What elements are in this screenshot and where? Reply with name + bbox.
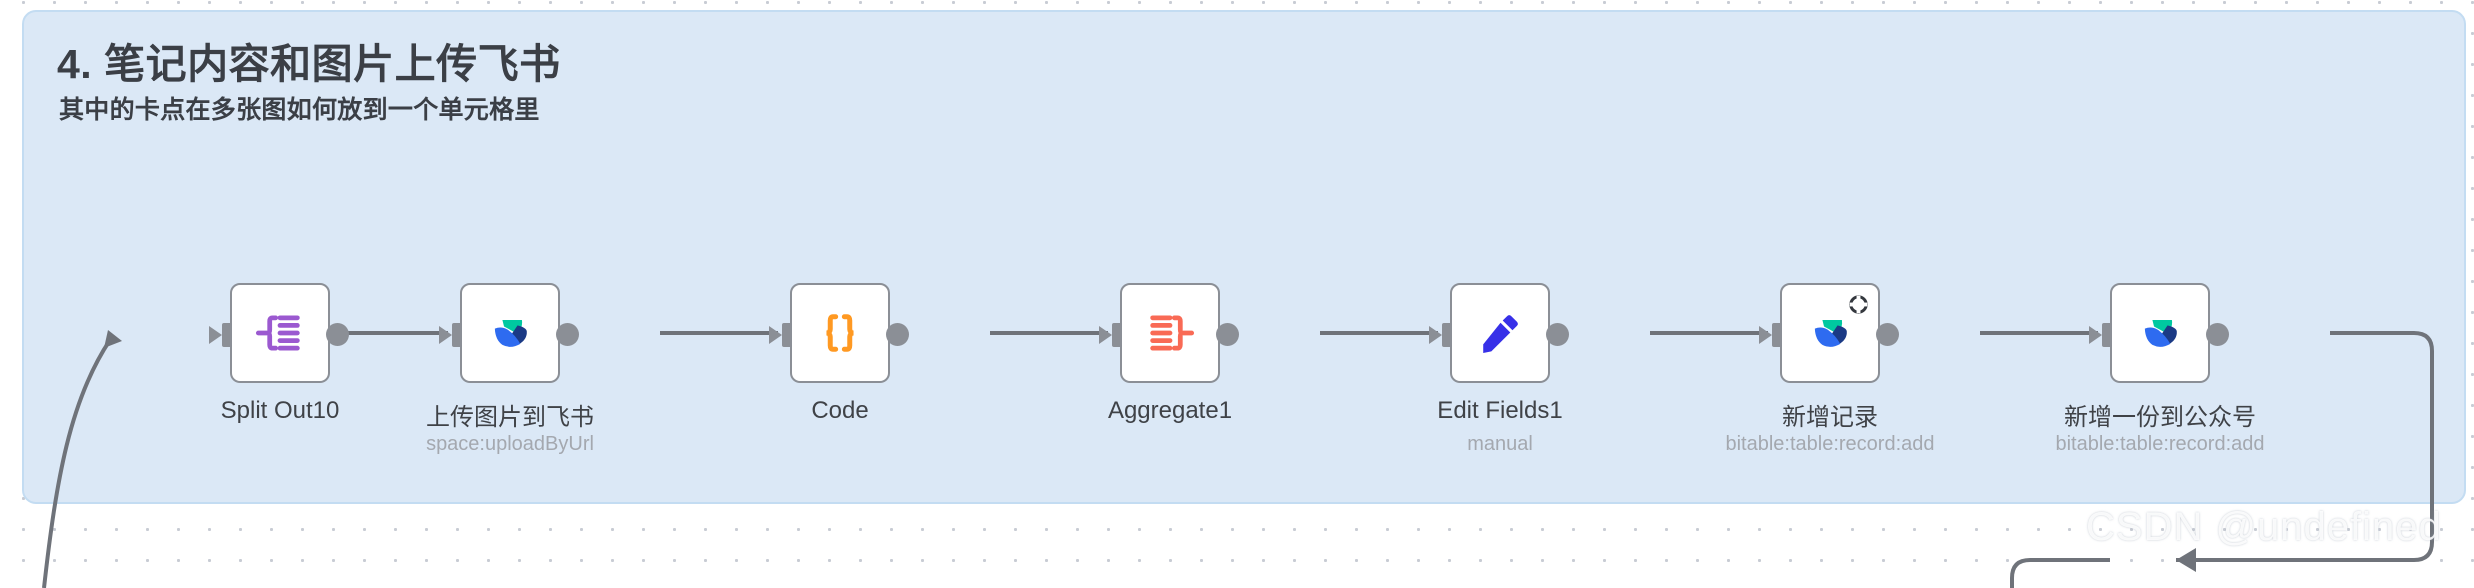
node-label: 上传图片到飞书 xyxy=(426,404,594,431)
node-label: Edit Fields1 xyxy=(1437,397,1563,424)
node-sublabel: space:uploadByUrl xyxy=(426,433,594,455)
loading-spinner-icon xyxy=(1849,295,1868,314)
sticky-note-subtitle: 其中的卡点在多张图如何放到一个单元格里 xyxy=(59,96,540,124)
pencil-icon xyxy=(1483,315,1518,354)
node-label: 新增一份到公众号 xyxy=(2064,404,2256,431)
feishu-lark-icon xyxy=(2144,320,2177,347)
input-port[interactable] xyxy=(439,323,462,347)
input-port[interactable] xyxy=(769,323,792,347)
sticky-note[interactable]: 4. 笔记内容和图片上传飞书 其中的卡点在多张图如何放到一个单元格里 xyxy=(22,10,2466,504)
output-port[interactable] xyxy=(1876,323,1899,346)
output-port[interactable] xyxy=(556,323,579,346)
output-port[interactable] xyxy=(326,323,349,346)
node-sublabel: bitable:table:record:add xyxy=(2055,433,2265,455)
input-port[interactable] xyxy=(2089,323,2112,347)
curly-braces-icon xyxy=(826,314,854,352)
input-port[interactable] xyxy=(209,323,232,347)
workflow-node-add-one-to-official-account[interactable]: 新增一份到公众号 bitable:table:record:add xyxy=(2055,283,2265,455)
node-label: Code xyxy=(811,397,869,424)
sticky-note-title: 4. 笔记内容和图片上传飞书 xyxy=(57,41,561,87)
output-port[interactable] xyxy=(2206,323,2229,346)
output-port[interactable] xyxy=(1216,323,1239,346)
node-sublabel: bitable:table:record:add xyxy=(1725,433,1935,455)
workflow-node-split-out-10[interactable]: Split Out10 xyxy=(209,283,349,424)
workflow-node-edit-fields-1[interactable]: Edit Fields1 manual xyxy=(1429,283,1569,455)
feishu-lark-icon xyxy=(494,320,527,347)
feishu-lark-icon xyxy=(1814,320,1847,347)
connector-loopback-tail xyxy=(2010,558,2110,588)
aggregate-icon xyxy=(1150,315,1195,351)
workflow-node-add-record[interactable]: 新增记录 bitable:table:record:add xyxy=(1725,283,1935,455)
watermark: CSDN @undefined xyxy=(2086,505,2442,549)
node-label: Split Out10 xyxy=(220,397,340,424)
output-port[interactable] xyxy=(886,323,909,346)
input-port[interactable] xyxy=(1429,323,1452,347)
workflow-node-upload-image-to-feishu[interactable]: 上传图片到飞书 space:uploadByUrl xyxy=(426,283,594,455)
node-label: 新增记录 xyxy=(1782,404,1878,431)
connector-loopback-arrowhead xyxy=(2176,548,2196,572)
input-port[interactable] xyxy=(1759,323,1782,347)
node-sublabel: manual xyxy=(1467,433,1533,455)
workflow-node-aggregate-1[interactable]: Aggregate1 xyxy=(1099,283,1239,424)
input-port[interactable] xyxy=(1099,323,1122,347)
split-out-icon xyxy=(255,315,300,351)
node-label: Aggregate1 xyxy=(1107,397,1233,424)
workflow-node-code[interactable]: Code xyxy=(769,283,909,424)
output-port[interactable] xyxy=(1546,323,1569,346)
